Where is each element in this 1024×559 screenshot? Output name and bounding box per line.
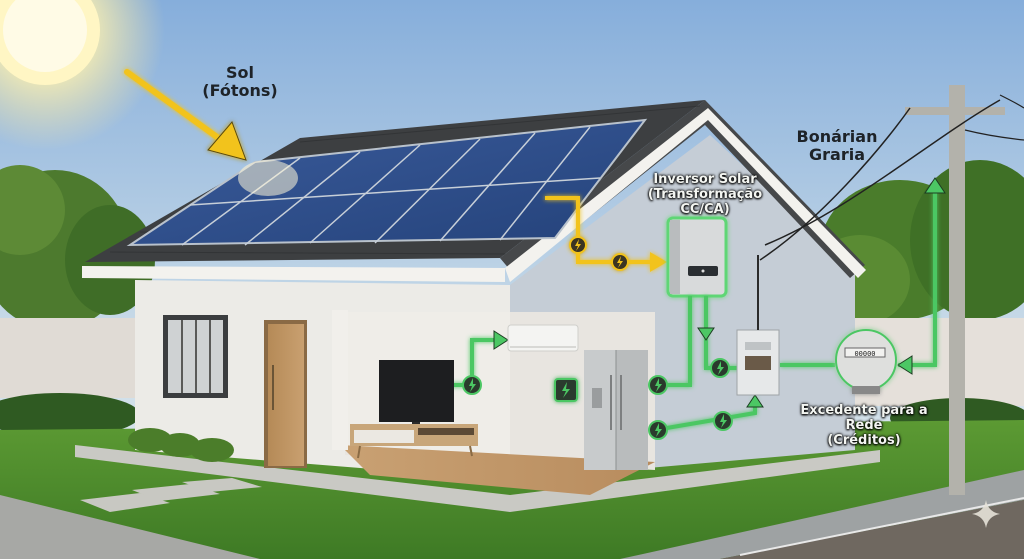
ac-arrowheads — [493, 177, 946, 408]
ac-bolt-icons — [462, 358, 733, 440]
grid-label-subtitle: Graria — [809, 145, 865, 165]
refrigerator — [584, 350, 648, 470]
interior-floor — [340, 445, 655, 495]
bolt-icon — [648, 420, 668, 440]
bolt-icon — [462, 375, 482, 395]
solar-panels — [126, 118, 648, 247]
excess-label: Excedente para a Rede (Créditos) — [784, 403, 944, 449]
inverter-label-title: Inversor Solar — [653, 172, 757, 187]
garden-wall-left — [0, 318, 135, 398]
air-conditioner — [507, 324, 579, 352]
dc-flow-line — [545, 196, 667, 272]
breaker-panel — [736, 255, 780, 396]
sun-label-subtitle: (Fótons) — [202, 81, 278, 101]
bolt-icon — [713, 411, 733, 431]
inverter-label: Inversor Solar (Transformação CC/CA) — [622, 172, 788, 218]
dc-bolt-icon — [569, 236, 587, 254]
grid-label: Bonárian Graria — [782, 127, 892, 165]
sun-icon — [0, 0, 165, 150]
shrubs — [128, 428, 234, 462]
inverter-label-subtitle: (Transformação CC/CA) — [647, 186, 763, 217]
utility-pole — [759, 85, 1024, 495]
photon-arrow — [124, 69, 247, 161]
window — [163, 315, 228, 398]
bolt-square-icon — [554, 378, 578, 402]
front-door — [264, 320, 307, 468]
sparkle-icon — [972, 500, 1000, 528]
electricity-meter: 00000 — [835, 329, 897, 394]
solar-inverter — [666, 216, 728, 298]
grid-label-title: Bonárian — [796, 127, 878, 146]
bolt-icon — [710, 358, 730, 378]
excess-label-subtitle: (Créditos) — [827, 432, 901, 448]
fascia — [82, 266, 505, 282]
sidewalk — [620, 470, 1024, 559]
stepping-stones — [80, 478, 262, 512]
excess-label-title: Excedente para a Rede — [800, 403, 928, 433]
tv-stand — [350, 424, 478, 459]
house-slab — [75, 445, 880, 512]
svg-text:00000: 00000 — [854, 350, 875, 358]
sun-label: Sol (Fótons) — [200, 63, 280, 101]
bolt-icon — [648, 375, 668, 395]
television — [379, 360, 454, 426]
sun-label-title: Sol — [226, 63, 254, 82]
dc-bolt-icon — [611, 253, 629, 271]
